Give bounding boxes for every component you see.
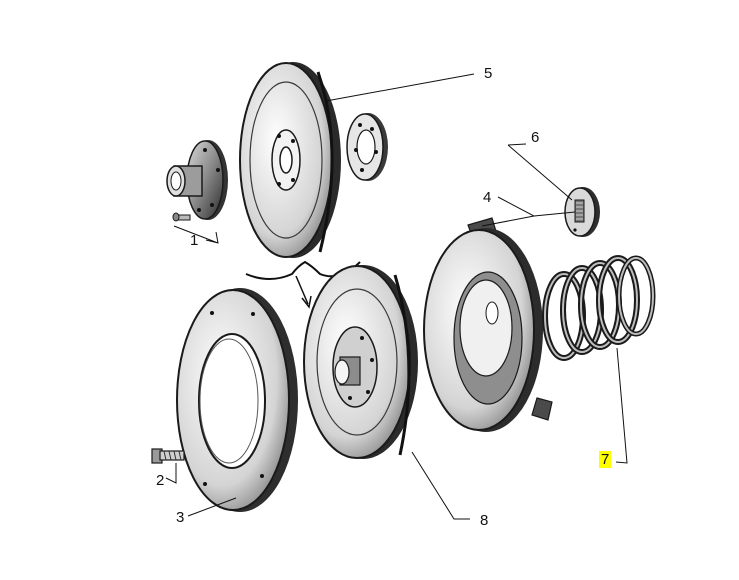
ring-plate (346, 113, 388, 181)
pressure-plate-part-4 (423, 217, 553, 432)
callout-8: 8 (480, 512, 489, 529)
callout-5: 5 (484, 65, 493, 82)
callout-3: 3 (176, 509, 185, 526)
grouping-bracket (245, 260, 361, 309)
flywheel-part-5 (239, 62, 341, 258)
leader-lines (165, 73, 628, 520)
pressure-ring-part-3 (176, 288, 298, 512)
callout-4: 4 (483, 189, 492, 206)
coil-spring-part-7 (542, 255, 656, 361)
washer-part-6 (564, 187, 600, 237)
clutch-disc-part-8 (303, 265, 418, 459)
callout-6: 6 (531, 129, 540, 146)
callout-7-highlighted: 7 (599, 451, 612, 468)
hub-flange-part-1 (166, 140, 228, 222)
bolt-part-2 (151, 448, 185, 464)
callout-1: 1 (190, 232, 199, 249)
callout-2: 2 (156, 472, 165, 489)
